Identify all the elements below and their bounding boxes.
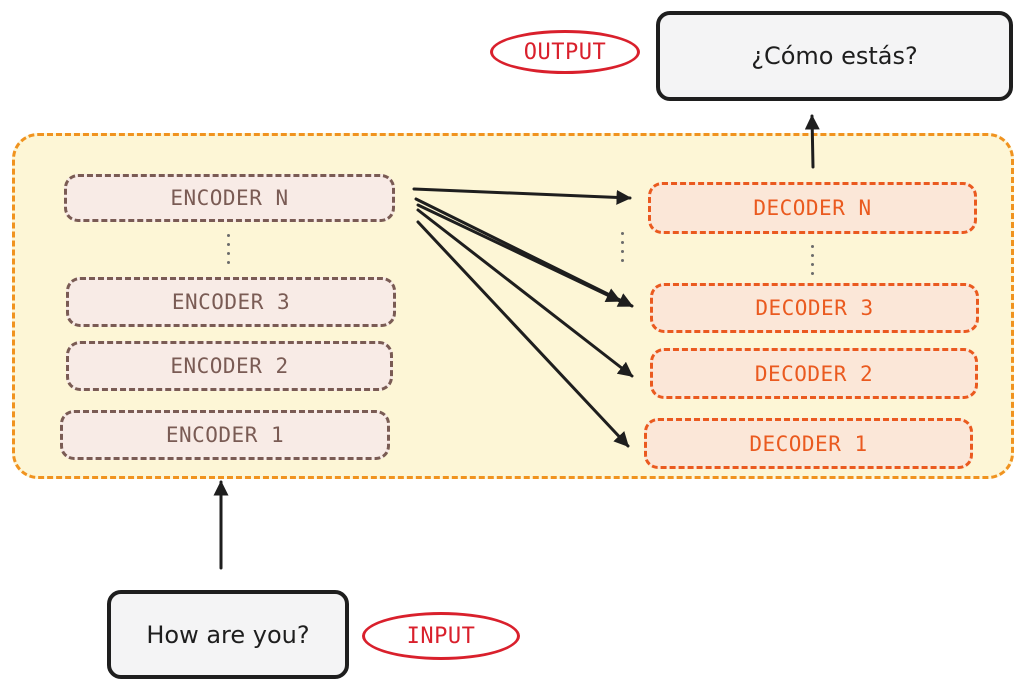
encoder-block-2: ENCODER 2 <box>66 341 393 391</box>
decoder-to-output-arrow <box>804 114 820 169</box>
output-text-box: ¿Cómo estás? <box>656 11 1013 101</box>
decoder-block-2: DECODER 2 <box>650 348 978 399</box>
encoder-to-decoder-n-arrow <box>412 187 632 205</box>
output-tag: OUTPUT <box>490 30 640 74</box>
encoder-block-n: ENCODER N <box>64 174 395 222</box>
encoder-to-decoder-3-arrow-secondary <box>416 203 622 303</box>
encoder-to-decoder-2-arrow <box>416 208 634 378</box>
decoder-ellipsis-left <box>620 232 624 262</box>
encoder-block-1: ENCODER 1 <box>60 410 390 460</box>
input-text-box: How are you? <box>107 590 349 679</box>
decoder-ellipsis-right <box>810 245 814 275</box>
encoder-to-decoder-1-arrow <box>416 220 630 448</box>
decoder-block-n: DECODER N <box>648 182 977 234</box>
decoder-block-3: DECODER 3 <box>650 283 979 333</box>
input-tag: INPUT <box>362 612 520 660</box>
encoder-ellipsis <box>226 234 230 264</box>
decoder-block-1: DECODER 1 <box>644 418 973 469</box>
encoder-block-3: ENCODER 3 <box>66 277 396 327</box>
